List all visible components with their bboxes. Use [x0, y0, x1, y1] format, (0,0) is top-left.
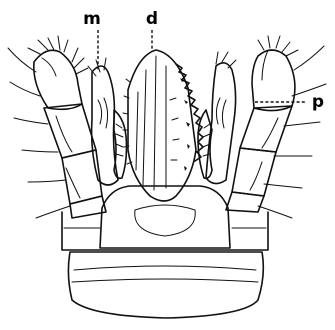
- left-inner-appendage-m: [88, 58, 127, 185]
- label-m: m: [83, 9, 101, 29]
- label-d: d: [146, 9, 158, 29]
- right-palp-p: [226, 36, 326, 218]
- head-capsule: [62, 212, 268, 318]
- right-inner-appendage: [198, 52, 236, 184]
- labium-base: [100, 186, 230, 248]
- central-process-d: [123, 50, 203, 201]
- label-p: p: [312, 92, 324, 112]
